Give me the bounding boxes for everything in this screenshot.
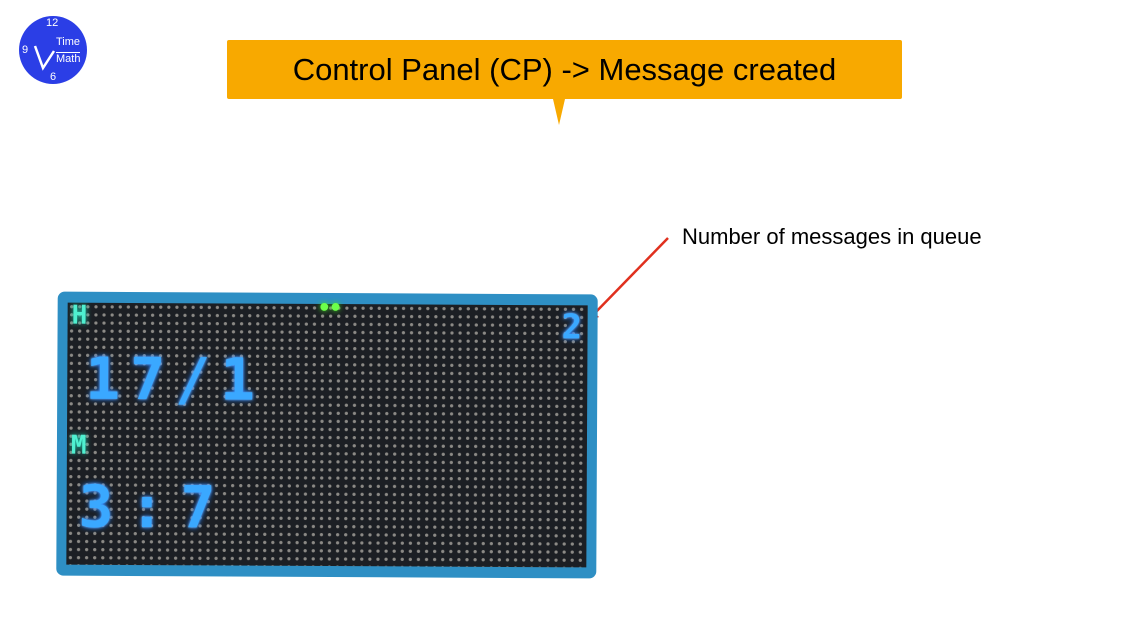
led-queue-count: 2 bbox=[561, 307, 589, 348]
annotation-label: Number of messages in queue bbox=[682, 224, 982, 249]
led-hour-label: H bbox=[71, 300, 94, 331]
led-time: 3:7 bbox=[78, 472, 232, 542]
led-matrix: H •• 2 17/1 M 3:7 bbox=[66, 296, 589, 568]
logo-math: Math bbox=[56, 52, 81, 65]
callout-box: Control Panel (CP) -> Message created bbox=[227, 40, 902, 99]
logo-6: 6 bbox=[50, 71, 57, 83]
led-matrix-photo: H •• 2 17/1 M 3:7 bbox=[56, 291, 598, 579]
logo-9: 9 bbox=[22, 44, 29, 56]
timemath-logo: 12 9 6 Time Math bbox=[19, 16, 87, 84]
logo-12: 12 bbox=[46, 17, 59, 29]
led-indicator: •• bbox=[317, 295, 341, 322]
root-check-icon bbox=[33, 45, 56, 71]
callout-tail bbox=[553, 99, 565, 125]
logo-time: Time bbox=[56, 36, 81, 48]
led-minute-label: M bbox=[70, 430, 93, 461]
led-date: 17/1 bbox=[85, 344, 266, 414]
callout-text: Control Panel (CP) -> Message created bbox=[292, 52, 837, 87]
